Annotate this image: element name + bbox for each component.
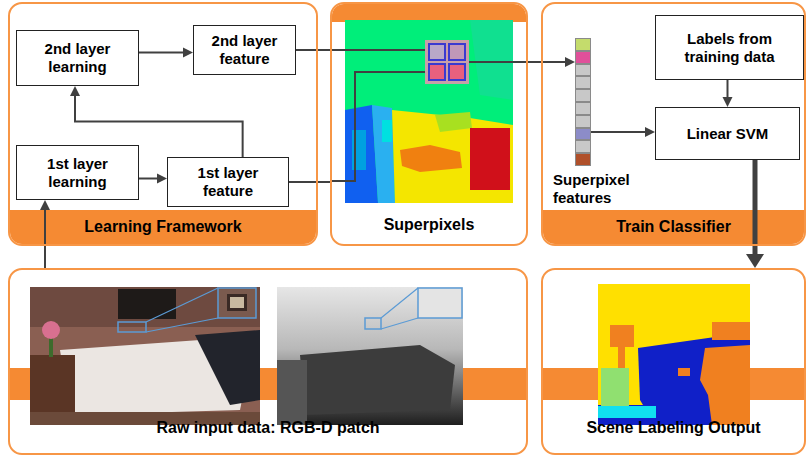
connector-line bbox=[528, 61, 567, 63]
feature-wires bbox=[330, 50, 528, 181]
process-box: Labels from training data bbox=[655, 15, 804, 80]
superpixel-grid bbox=[425, 40, 469, 84]
connector bbox=[139, 48, 193, 58]
connector bbox=[289, 182, 330, 183]
panel-label-area: Train Classifier bbox=[543, 210, 804, 244]
vector-cell bbox=[575, 102, 591, 115]
vector-cell bbox=[575, 140, 591, 153]
panel-label-area: Superpixels bbox=[332, 206, 526, 244]
connector-line bbox=[296, 49, 330, 51]
vector-cell bbox=[575, 64, 591, 77]
vector-cell bbox=[575, 128, 591, 141]
node-text: Raw input data: RGB-D patch bbox=[156, 418, 379, 437]
connector-line bbox=[753, 160, 758, 257]
superpixel-regions bbox=[345, 20, 513, 203]
arrowhead bbox=[565, 57, 575, 67]
panel-label-area: Learning Framework bbox=[10, 210, 316, 244]
vector-cell bbox=[575, 89, 591, 102]
vector-cell bbox=[575, 76, 591, 89]
rgb-photo bbox=[30, 287, 260, 425]
process-box: Linear SVM bbox=[655, 107, 800, 160]
node-text: Labels from training data bbox=[662, 30, 797, 66]
process-box: 1st layer learning bbox=[16, 145, 139, 200]
vector-caption: Superpixel features bbox=[553, 171, 653, 207]
feature-vector: Superpixel features bbox=[575, 38, 591, 166]
node-text: Train Classifier bbox=[616, 217, 731, 236]
arrowhead bbox=[645, 127, 655, 137]
node-text: 1st layer feature bbox=[174, 164, 282, 200]
depth-image bbox=[277, 287, 463, 425]
node-text: 2nd layer feature bbox=[200, 32, 289, 68]
arrowhead bbox=[746, 254, 764, 268]
label-regions bbox=[598, 284, 750, 425]
arrowhead bbox=[157, 174, 167, 184]
vector-cell bbox=[575, 115, 591, 128]
connector-line bbox=[139, 52, 185, 54]
process-box: 1st layer feature bbox=[167, 157, 289, 207]
panel-band bbox=[10, 368, 526, 400]
connector-line bbox=[44, 208, 46, 268]
connector bbox=[296, 50, 330, 51]
node-text: 2nd layer learning bbox=[23, 40, 132, 76]
panel: Raw input data: RGB-D patch bbox=[8, 268, 528, 455]
vector-cell bbox=[575, 38, 591, 51]
arrowhead bbox=[70, 86, 80, 96]
rgbd-images bbox=[28, 284, 468, 429]
panel: Learning Framework 1st layer learning 1st … bbox=[8, 2, 318, 246]
process-box: 2nd layer feature bbox=[193, 25, 296, 75]
panel-band bbox=[543, 368, 804, 400]
connector-line bbox=[727, 80, 729, 99]
arrowhead bbox=[40, 200, 50, 210]
label-map-image bbox=[596, 282, 754, 428]
connector-line bbox=[289, 181, 330, 183]
node-text: Superpixel features bbox=[553, 171, 653, 207]
node-text: Superpixels bbox=[384, 215, 475, 234]
connector-line bbox=[139, 178, 159, 180]
connector bbox=[528, 57, 575, 67]
panel: Scene Labeling Output bbox=[541, 268, 806, 455]
vector-cell bbox=[575, 153, 591, 166]
node-text: Linear SVM bbox=[687, 125, 769, 143]
node-text: Learning Framework bbox=[84, 217, 241, 236]
node-text: Scene Labeling Output bbox=[586, 418, 760, 437]
connector bbox=[139, 174, 167, 184]
panel-label-area: Scene Labeling Output bbox=[543, 402, 804, 453]
connector bbox=[723, 80, 733, 107]
connector bbox=[591, 127, 655, 137]
panel-band bbox=[332, 4, 526, 22]
panel-label-area: Raw input data: RGB-D patch bbox=[10, 402, 526, 453]
panel: Train Classifier Superpixel features Label… bbox=[541, 2, 806, 246]
process-box: 2nd layer learning bbox=[16, 30, 139, 86]
panel: Superpixels bbox=[330, 2, 528, 246]
vector-cell bbox=[575, 51, 591, 64]
arrowhead bbox=[183, 48, 193, 58]
connector-line bbox=[591, 131, 647, 133]
arrowhead bbox=[723, 97, 733, 107]
superpixel-image bbox=[330, 2, 528, 206]
node-text: 1st layer learning bbox=[23, 155, 132, 191]
